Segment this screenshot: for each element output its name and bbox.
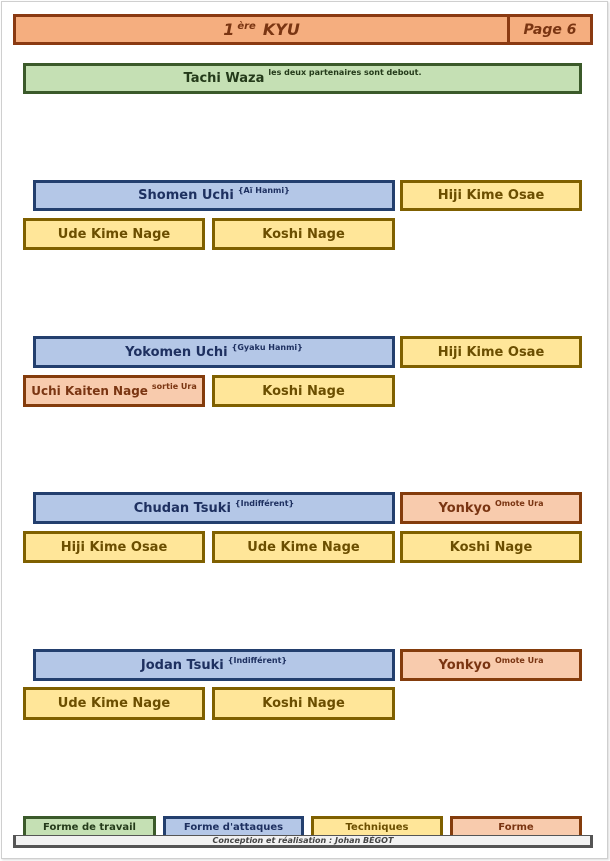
- legend-label: Forme: [498, 821, 534, 833]
- attack-note: {Indifférent}: [234, 498, 295, 508]
- attack-note: {Gyaku Hanmi}: [231, 342, 303, 352]
- footer: Conception et réalisation : Johan BÉGOT: [13, 836, 593, 848]
- technique-box: Hiji Kime Osae: [400, 180, 582, 211]
- attack-note: {Indifférent}: [227, 655, 288, 665]
- technique-label: Koshi Nage: [262, 696, 345, 711]
- footer-credit: Conception et réalisation : Johan BÉGOT: [212, 836, 394, 845]
- technique-note: sortie Ura: [151, 381, 197, 391]
- page-number: Page 6: [523, 21, 577, 38]
- attack-note: {Aï Hanmi}: [237, 186, 290, 195]
- attack-box: Yokomen Uchi{Gyaku Hanmi}: [33, 336, 395, 368]
- technique-label: Koshi Nage: [262, 226, 345, 242]
- attack-box: Shomen Uchi{Aï Hanmi}: [33, 180, 395, 211]
- technique-label: Ude Kime Nage: [57, 226, 171, 242]
- legend-label: Forme de travail: [43, 821, 136, 833]
- technique-box: Ude Kime Nage: [212, 531, 395, 563]
- intro-note: les deux partenaires sont debout.: [268, 68, 422, 77]
- technique-box: Koshi Nage: [212, 218, 395, 250]
- grade-name: KYU: [262, 20, 300, 39]
- technique-label: Uchi Kaiten Nage: [31, 384, 148, 398]
- technique-note: Omote Ura: [494, 655, 544, 665]
- technique-box: Hiji Kime Osae: [23, 531, 205, 563]
- legend-label: Forme d'attaques: [183, 821, 284, 833]
- technique-label: Hiji Kime Osae: [60, 539, 168, 555]
- attack-label: Chudan Tsuki: [133, 500, 231, 516]
- attack-label: Yokomen Uchi: [125, 344, 228, 360]
- technique-note: Omote Ura: [494, 498, 544, 508]
- technique-box: Koshi Nage: [212, 375, 395, 407]
- grade-superscript: ère: [237, 21, 256, 32]
- technique-label: Ude Kime Nage: [247, 539, 360, 555]
- attack-label: Jodan Tsuki: [140, 657, 224, 673]
- attack-box: Jodan Tsuki{Indifférent}: [33, 649, 395, 681]
- technique-box: Hiji Kime Osae: [400, 336, 582, 368]
- technique-label: Yonkyo: [438, 500, 491, 516]
- grade-number: 1: [223, 20, 235, 39]
- attack-box: Chudan Tsuki{Indifférent}: [33, 492, 395, 524]
- technique-label: Yonkyo: [438, 657, 491, 673]
- technique-box: Ude Kime Nage: [23, 218, 205, 250]
- technique-label: Ude Kime Nage: [57, 696, 171, 711]
- technique-label: Hiji Kime Osae: [437, 188, 545, 203]
- technique-box: Koshi Nage: [400, 531, 582, 563]
- technique-label: Hiji Kime Osae: [437, 344, 545, 360]
- technique-box: Koshi Nage: [212, 687, 395, 720]
- intro-title: Tachi Waza: [183, 71, 265, 86]
- technique-label: Koshi Nage: [449, 539, 533, 555]
- technique-box: Ude Kime Nage: [23, 687, 205, 720]
- technique-label: Koshi Nage: [262, 383, 345, 399]
- legend-label: Techniques: [345, 821, 409, 833]
- attack-label: Shomen Uchi: [138, 188, 234, 203]
